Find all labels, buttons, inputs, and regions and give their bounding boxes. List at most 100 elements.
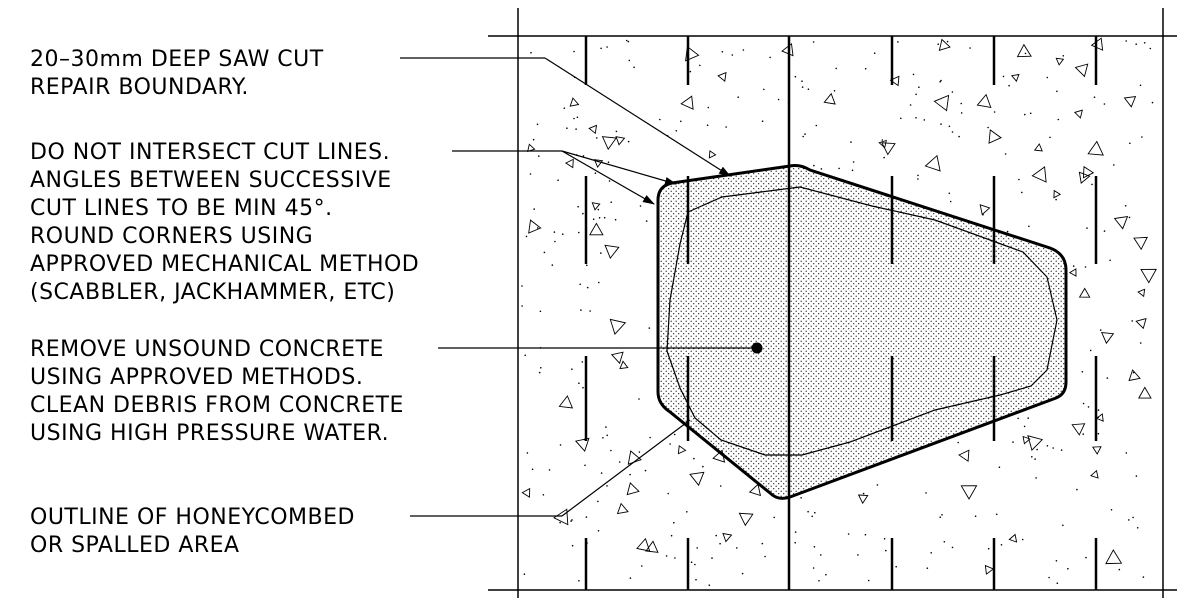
aggregate-dot xyxy=(1076,488,1078,491)
aggregate-stone xyxy=(889,75,900,87)
aggregate-dot xyxy=(838,167,840,170)
aggregate-dot xyxy=(521,285,523,287)
aggregate-dot xyxy=(995,513,998,516)
aggregate-dot xyxy=(1029,112,1032,115)
aggregate-stone xyxy=(1071,423,1086,436)
aggregate-dot xyxy=(586,264,588,267)
aggregate-stone xyxy=(748,483,762,497)
aggregate-dot xyxy=(598,217,601,219)
aggregate-dot xyxy=(600,47,602,50)
aggregate-stone xyxy=(1095,413,1104,422)
aggregate-dot xyxy=(606,485,608,487)
aggregate-dot xyxy=(1067,567,1069,570)
aggregate-dot xyxy=(1000,544,1003,546)
aggregate-dot xyxy=(1046,76,1049,79)
aggregate-stone xyxy=(588,124,598,135)
aggregate-dot xyxy=(669,443,671,445)
aggregate-dot xyxy=(538,371,541,374)
aggregate-stone xyxy=(1078,287,1091,298)
aggregate-dot xyxy=(1125,452,1128,454)
aggregate-dot xyxy=(526,452,529,454)
aggregate-dot xyxy=(1124,205,1127,207)
aggregate-dot xyxy=(530,51,532,54)
aggregate-dot xyxy=(804,133,806,135)
aggregate-dot xyxy=(939,516,941,518)
aggregate-dot xyxy=(562,233,564,235)
aggregate-stone xyxy=(979,204,991,216)
aggregate-stone xyxy=(636,537,651,552)
aggregate-dot xyxy=(578,382,580,385)
aggregate-dot xyxy=(949,200,952,203)
aggregate-dot xyxy=(580,309,582,311)
aggregate-dot xyxy=(559,521,561,524)
aggregate-stone xyxy=(960,485,978,500)
aggregate-dot xyxy=(917,178,919,180)
aggregate-dot xyxy=(969,47,971,49)
note-cut-lines-line-3: CUT LINES TO BE MIN 45°. xyxy=(30,196,333,221)
aggregate-dot xyxy=(1110,509,1113,511)
aggregate-dot xyxy=(648,327,651,329)
aggregate-dot xyxy=(915,93,917,96)
aggregate-stone xyxy=(645,540,659,553)
aggregate-dot xyxy=(864,533,867,536)
aggregate-dot xyxy=(690,561,693,563)
note-cut-lines-line-1: DO NOT INTERSECT CUT LINES. xyxy=(30,140,390,165)
aggregate-dot xyxy=(940,79,942,82)
aggregate-dot xyxy=(815,124,818,127)
aggregate-dot xyxy=(686,511,688,513)
aggregate-stone xyxy=(738,512,754,527)
aggregate-dot xyxy=(900,117,902,120)
aggregate-dot xyxy=(801,80,803,82)
aggregate-dot xyxy=(553,231,556,233)
aggregate-dot xyxy=(1081,371,1084,373)
aggregate-dot xyxy=(571,544,574,547)
aggregate-dot xyxy=(1136,527,1139,529)
aggregate-dot xyxy=(594,172,597,174)
aggregate-dot xyxy=(1048,576,1050,579)
aggregate-dot xyxy=(695,578,697,581)
aggregate-stone xyxy=(553,508,569,526)
aggregate-dot xyxy=(529,173,532,175)
aggregate-dot xyxy=(951,131,954,133)
aggregate-dot xyxy=(1103,103,1106,105)
aggregate-dot xyxy=(1143,42,1146,44)
aggregate-dot xyxy=(847,533,850,535)
aggregate-dot xyxy=(1151,101,1154,104)
aggregate-dot xyxy=(951,546,954,549)
aggregate-dot xyxy=(597,208,600,211)
aggregate-stone xyxy=(1090,469,1099,479)
aggregate-dot xyxy=(531,468,534,471)
aggregate-dot xyxy=(764,555,766,558)
aggregate-dot xyxy=(1128,216,1131,219)
aggregate-stone xyxy=(1105,549,1123,565)
aggregate-dot xyxy=(825,573,827,576)
note-cut-lines: DO NOT INTERSECT CUT LINES. ANGLES BETWE… xyxy=(30,140,419,305)
aggregate-dot xyxy=(689,70,692,73)
aggregate-dot xyxy=(592,218,595,220)
aggregate-stone xyxy=(1138,386,1152,399)
aggregate-dot xyxy=(1060,449,1063,451)
aggregate-dot xyxy=(794,75,797,78)
note-cut-lines-line-4: ROUND CORNERS USING xyxy=(30,224,313,249)
aggregate-stone xyxy=(1073,109,1083,119)
aggregate-dot xyxy=(707,106,710,109)
aggregate-dot xyxy=(524,354,526,357)
aggregate-dot xyxy=(1035,477,1037,479)
aggregate-stone xyxy=(604,244,620,259)
aggregate-dot xyxy=(1034,458,1036,460)
aggregate-dot xyxy=(627,140,630,143)
aggregate-dot xyxy=(1099,329,1102,331)
aggregate-stone xyxy=(1008,533,1018,543)
aggregate-dot xyxy=(659,118,661,121)
aggregate-stone xyxy=(1055,57,1065,66)
aggregate-dot xyxy=(794,531,797,533)
aggregate-stone xyxy=(1082,165,1095,179)
aggregate-dot xyxy=(628,59,631,62)
aggregate-dot xyxy=(1036,448,1038,451)
aggregate-dot xyxy=(694,563,696,566)
aggregate-dot xyxy=(603,216,606,219)
aggregate-stone xyxy=(601,136,618,151)
note-remove-line-1: REMOVE UNSOUND CONCRETE xyxy=(30,337,384,362)
aggregate-dot xyxy=(719,542,721,545)
aggregate-dot xyxy=(645,220,648,222)
